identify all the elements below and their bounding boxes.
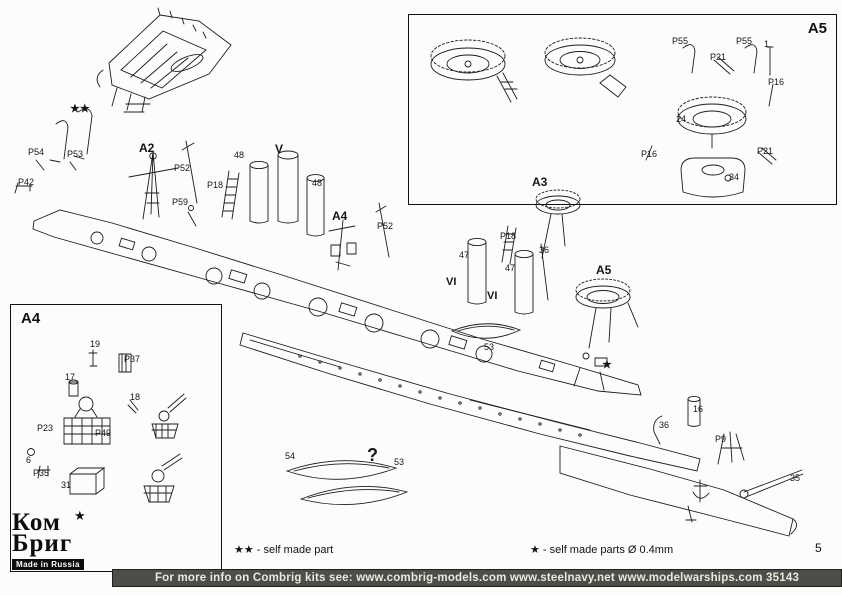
part-label-p9: P9 bbox=[715, 434, 727, 444]
question-mark-label: ? bbox=[367, 445, 378, 465]
funnels-48-drawing bbox=[249, 150, 325, 237]
inset-a4-drawings bbox=[27, 349, 187, 503]
part-p42-drawing bbox=[14, 182, 33, 194]
inset-box-a5: A5 bbox=[408, 14, 837, 205]
part-label-47-2: 47 bbox=[505, 263, 516, 273]
logo-text-line1: Ком bbox=[12, 509, 61, 536]
footer-text: For more info on Combrig kits see: www.c… bbox=[154, 572, 800, 584]
part-label-48-2: 48 bbox=[312, 178, 323, 188]
inset-a5-drawings bbox=[430, 37, 777, 198]
bridge-structure-drawing bbox=[96, 7, 232, 113]
logo-star-icon: ★ bbox=[74, 508, 86, 523]
part-label-35: 35 bbox=[790, 473, 801, 483]
part-label-53-2: 53 bbox=[394, 457, 405, 467]
part-label-p35: P35 bbox=[33, 468, 50, 478]
deck-piece-drawing bbox=[32, 209, 642, 396]
fittings-right-drawing bbox=[653, 395, 804, 499]
part-label-17: 17 bbox=[65, 372, 76, 382]
ladder-p18-drawing bbox=[221, 170, 240, 220]
part-label-36-2: 36 bbox=[659, 420, 670, 430]
assembly-label-a5: A5 bbox=[596, 263, 612, 277]
part-label-p21: P21 bbox=[710, 52, 727, 62]
combrig-logo: ★ Ком Бриг Made in Russia bbox=[12, 508, 112, 572]
inset-a5-title: A5 bbox=[807, 20, 827, 37]
part-label-1: 1 bbox=[764, 39, 770, 49]
part-label-p42: P42 bbox=[18, 177, 35, 187]
part-label-p54: P54 bbox=[28, 147, 45, 157]
part-label-p16-2: P16 bbox=[641, 149, 658, 159]
part-label-p16: P16 bbox=[768, 77, 785, 87]
part-label-18: 18 bbox=[130, 392, 141, 402]
mast-top-a3-drawing bbox=[501, 189, 581, 301]
part-label-p21-2: P21 bbox=[757, 146, 774, 156]
spar-p52b-drawing bbox=[375, 202, 390, 258]
assembly-a4-drawing bbox=[328, 219, 357, 271]
part-label-p49: P49 bbox=[95, 428, 112, 438]
group-label-vi-2: VI bbox=[487, 290, 498, 302]
part-label-p52-2: P52 bbox=[377, 221, 394, 231]
footer-info-bar: For more info on Combrig kits see: www.c… bbox=[112, 569, 842, 587]
logo-text-line2: Бриг bbox=[12, 530, 73, 557]
inset-a4-title: A4 bbox=[21, 310, 41, 327]
boats-drawing bbox=[285, 323, 522, 506]
mast-a2-drawing bbox=[128, 151, 179, 220]
legend-self-made-part: ★★ - self made part bbox=[234, 544, 334, 556]
part-label-19: 19 bbox=[90, 339, 101, 349]
part-label-53: 53 bbox=[484, 342, 495, 352]
turret-a5-drawing bbox=[573, 278, 639, 391]
part-label-p52: P52 bbox=[174, 163, 191, 173]
funnels-47-drawing bbox=[467, 237, 534, 315]
part-label-54: 54 bbox=[285, 451, 296, 461]
part-label-p55-2: P55 bbox=[736, 36, 753, 46]
part-label-16: 16 bbox=[693, 404, 704, 414]
group-label-v: V bbox=[275, 142, 284, 156]
assembly-label-a3: A3 bbox=[532, 175, 548, 189]
legend-self-made-04mm: ★ - self made parts Ø 0.4mm bbox=[530, 544, 674, 556]
bow-section-drawing bbox=[559, 445, 797, 537]
page-number: 5 bbox=[815, 541, 822, 555]
part-label-p23: P23 bbox=[37, 423, 54, 433]
assembly-label-a2: A2 bbox=[139, 141, 155, 155]
part-label-48: 48 bbox=[234, 150, 245, 160]
part-label-47: 47 bbox=[459, 250, 470, 260]
assembly-label-a4: A4 bbox=[332, 209, 348, 223]
part-label-p18-2: P18 bbox=[500, 231, 517, 241]
part-label-p18: P18 bbox=[207, 180, 224, 190]
spar-p52-drawing bbox=[181, 140, 198, 227]
part-label-p55: P55 bbox=[672, 36, 689, 46]
part-label-31: 31 bbox=[61, 480, 72, 490]
hull-piece-drawing bbox=[239, 332, 701, 472]
davits-drawing bbox=[35, 108, 93, 171]
part-label-34: 34 bbox=[729, 172, 740, 182]
star-icon: ★ bbox=[602, 359, 612, 371]
part-label-6: 6 bbox=[26, 455, 32, 465]
part-label-p37: P37 bbox=[124, 354, 141, 364]
logo-made-in: Made in Russia bbox=[12, 559, 84, 570]
part-label-36: 36 bbox=[539, 245, 550, 255]
group-label-vi: VI bbox=[446, 276, 457, 288]
part-label-p59: P59 bbox=[172, 197, 189, 207]
double-star-icon: ★★ bbox=[70, 103, 90, 115]
part-label-p53: P53 bbox=[67, 149, 84, 159]
part-label-24: 24 bbox=[676, 114, 687, 124]
